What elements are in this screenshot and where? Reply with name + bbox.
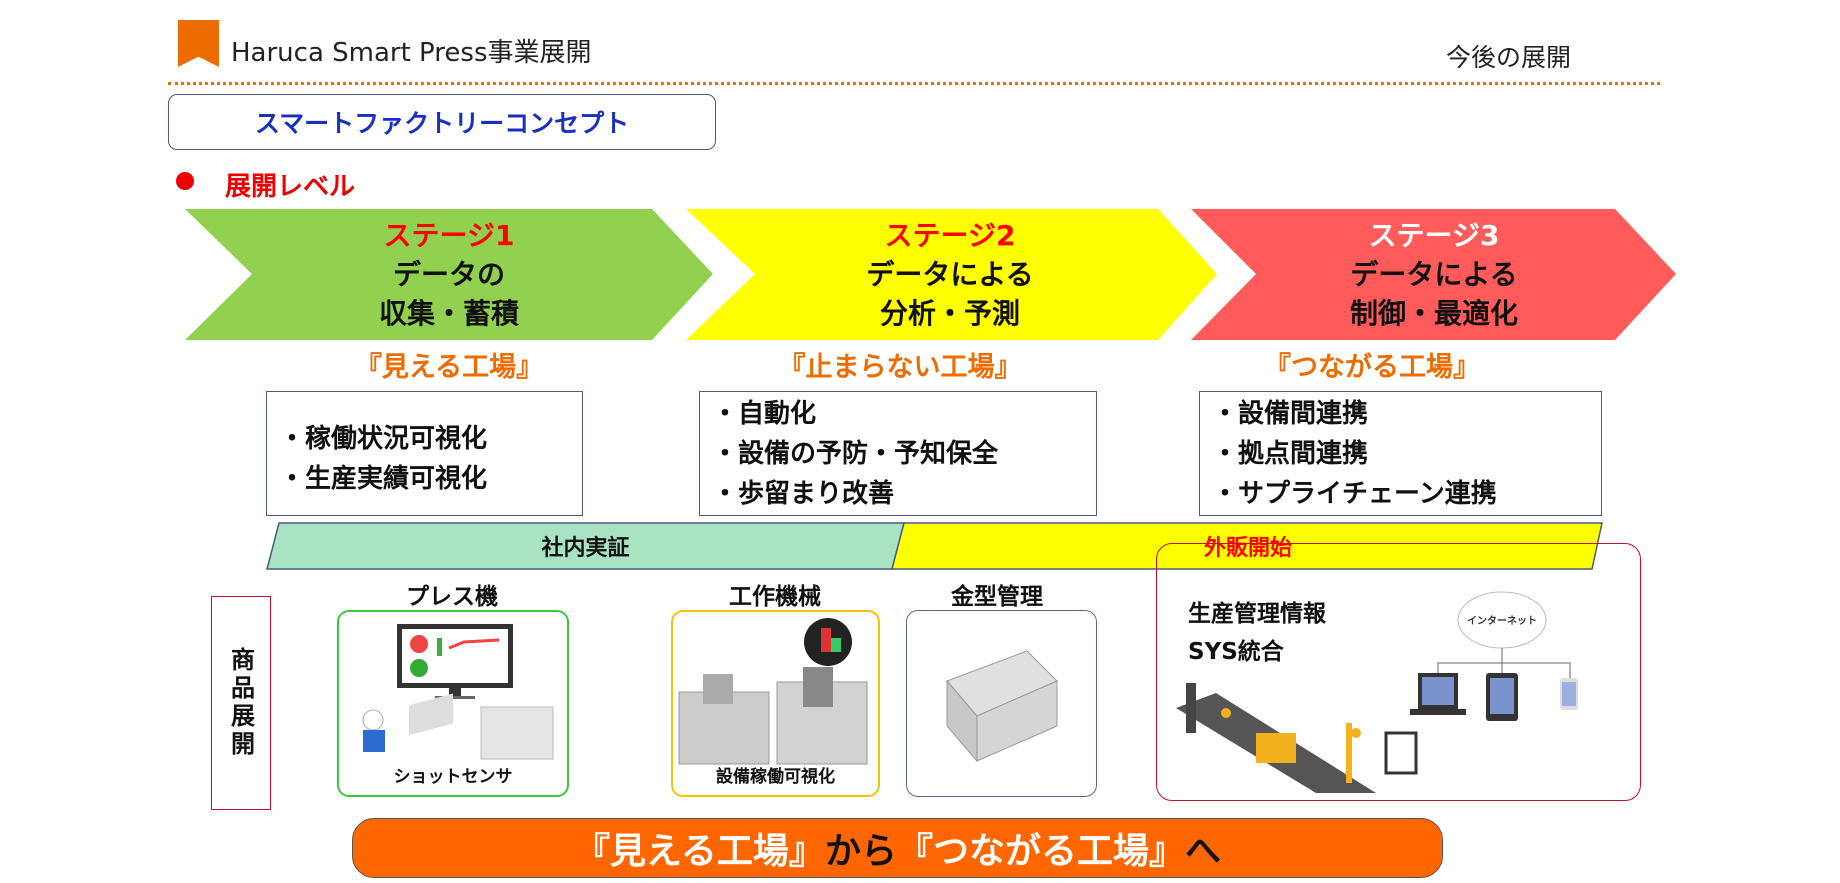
stage3-line2: 制御・最適化	[1349, 297, 1518, 330]
stage2-text: ステージ2 データによる 分析・予測	[770, 209, 1130, 340]
bottom-part4: へ	[1184, 831, 1221, 872]
cloud-label: インターネット	[1467, 615, 1537, 627]
bottom-part2: から	[824, 831, 897, 872]
factory-network-illustration-icon: インターネット	[1176, 591, 1578, 793]
stage2-line1: データによる	[866, 258, 1034, 291]
press-illustration-icon	[362, 624, 554, 760]
bullet-icon	[176, 172, 194, 190]
list-item: ・設備の予防・予知保全	[712, 438, 999, 469]
list-item: ・拠点間連携	[1212, 438, 1369, 469]
stage1-items: ・稼働状況可視化 ・生産実績可視化	[266, 391, 583, 516]
stage3-items: ・設備間連携 ・拠点間連携 ・サプライチェーン連携	[1199, 391, 1602, 516]
stage3-name: ステージ3	[1368, 219, 1500, 252]
list-item: ・生産実績可視化	[279, 463, 488, 494]
stage2-line2: 分析・予測	[879, 297, 1020, 330]
stage3-text: ステージ3 データによる 制御・最適化	[1254, 209, 1614, 340]
list-item: ・設備間連携	[1212, 398, 1369, 429]
machine-label: 工作機械	[729, 584, 821, 610]
machine-tool-illustration-icon	[678, 618, 868, 765]
stage1-line1: データの	[392, 258, 505, 291]
stage2-chevron	[686, 209, 1217, 340]
concept-box: スマートファクトリーコンセプト	[168, 94, 716, 150]
section-label: 今後の展開	[1446, 43, 1572, 72]
press-caption: ショットセンサ	[393, 767, 513, 787]
external-band-label: 外販開始	[1203, 536, 1292, 561]
stage1-slogan: 『見える工場』	[354, 352, 544, 383]
list-item: ・歩留まり改善	[712, 478, 895, 509]
sys-line2: SYS統合	[1188, 639, 1284, 665]
sys-text: 生産管理情報 SYS統合	[1188, 595, 1326, 671]
internal-band-label: 社内実証	[541, 536, 630, 561]
mold-illustration-icon	[946, 650, 1058, 763]
stage1-line2: 収集・蓄積	[378, 297, 519, 330]
header-divider	[168, 82, 1660, 85]
products-heading: 商品展開	[211, 596, 271, 810]
machine-caption: 設備稼働可視化	[716, 767, 835, 787]
stage1-name: ステージ1	[383, 219, 515, 252]
stage1-text: ステージ1 データの 収集・蓄積	[269, 209, 629, 340]
list-item: ・自動化	[712, 398, 817, 429]
machine-card: 設備稼働可視化	[671, 610, 880, 797]
bottom-part3: 『つながる工場』	[896, 831, 1185, 872]
stage3-slogan: 『つながる工場』	[1264, 352, 1480, 383]
level-heading: 展開レベル	[225, 172, 356, 202]
list-item: ・稼働状況可視化	[279, 423, 488, 454]
external-band-shape	[891, 522, 1603, 570]
stage1-chevron	[185, 209, 713, 340]
press-label: プレス機	[406, 584, 498, 610]
sys-integration-card	[1156, 543, 1641, 801]
mold-card	[906, 610, 1097, 797]
stage3-chevron	[1191, 209, 1676, 340]
bottom-message-banner: 『見える工場』から『つながる工場』へ	[352, 818, 1443, 878]
stage3-line1: データによる	[1350, 258, 1518, 291]
stage2-name: ステージ2	[884, 219, 1016, 252]
list-item: ・サプライチェーン連携	[1212, 478, 1497, 509]
stage2-items: ・自動化 ・設備の予防・予知保全 ・歩留まり改善	[699, 391, 1097, 516]
stage2-slogan: 『止まらない工場』	[778, 352, 1022, 383]
bottom-part1: 『見える工場』	[574, 831, 825, 872]
mold-label: 金型管理	[951, 584, 1043, 610]
page-title: Haruca Smart Press事業展開	[231, 38, 592, 68]
press-card: ショットセンサ	[337, 610, 569, 797]
sys-line1: 生産管理情報	[1188, 601, 1326, 627]
